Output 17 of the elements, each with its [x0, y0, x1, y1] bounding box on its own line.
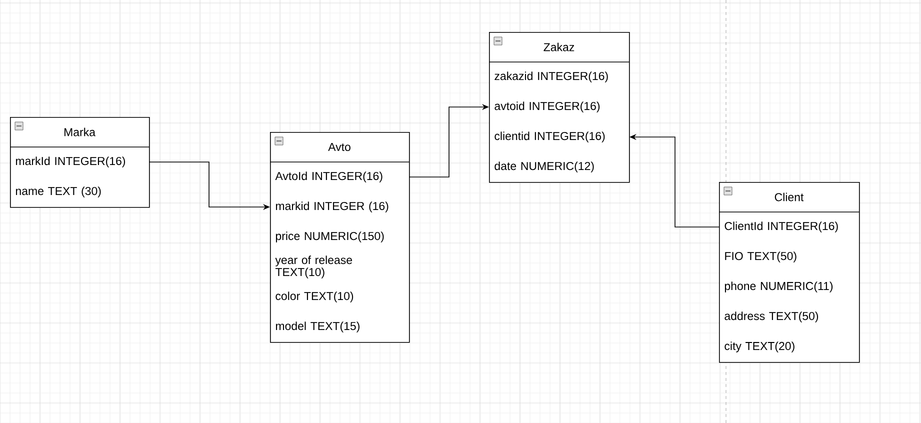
field-row: model TEXT(15) — [276, 322, 360, 332]
field-row: price NUMERIC(150) — [276, 232, 384, 242]
field-row: year of release TEXT(10) — [275, 256, 352, 278]
field-row: ClientId INTEGER(16) — [724, 222, 838, 232]
field-row: date NUMERIC(12) — [494, 162, 594, 172]
field-row: name TEXT (30) — [16, 186, 101, 198]
field-row: address TEXT(50) — [724, 312, 818, 322]
field-row: city TEXT(20) — [724, 342, 794, 352]
field-row: markId INTEGER(16) — [16, 156, 126, 168]
field-row: avtoid INTEGER(16) — [494, 102, 600, 112]
field-row: AvtoId INTEGER(16) — [275, 172, 382, 182]
field-row: zakazid INTEGER(16) — [494, 72, 608, 82]
field-row: phone NUMERIC(11) — [724, 282, 833, 292]
field-row: color TEXT(10) — [276, 292, 354, 302]
field-row: FIO TEXT(50) — [725, 252, 796, 262]
field-row: clientid INTEGER(16) — [494, 132, 605, 142]
field-row: markid INTEGER (16) — [276, 202, 388, 212]
